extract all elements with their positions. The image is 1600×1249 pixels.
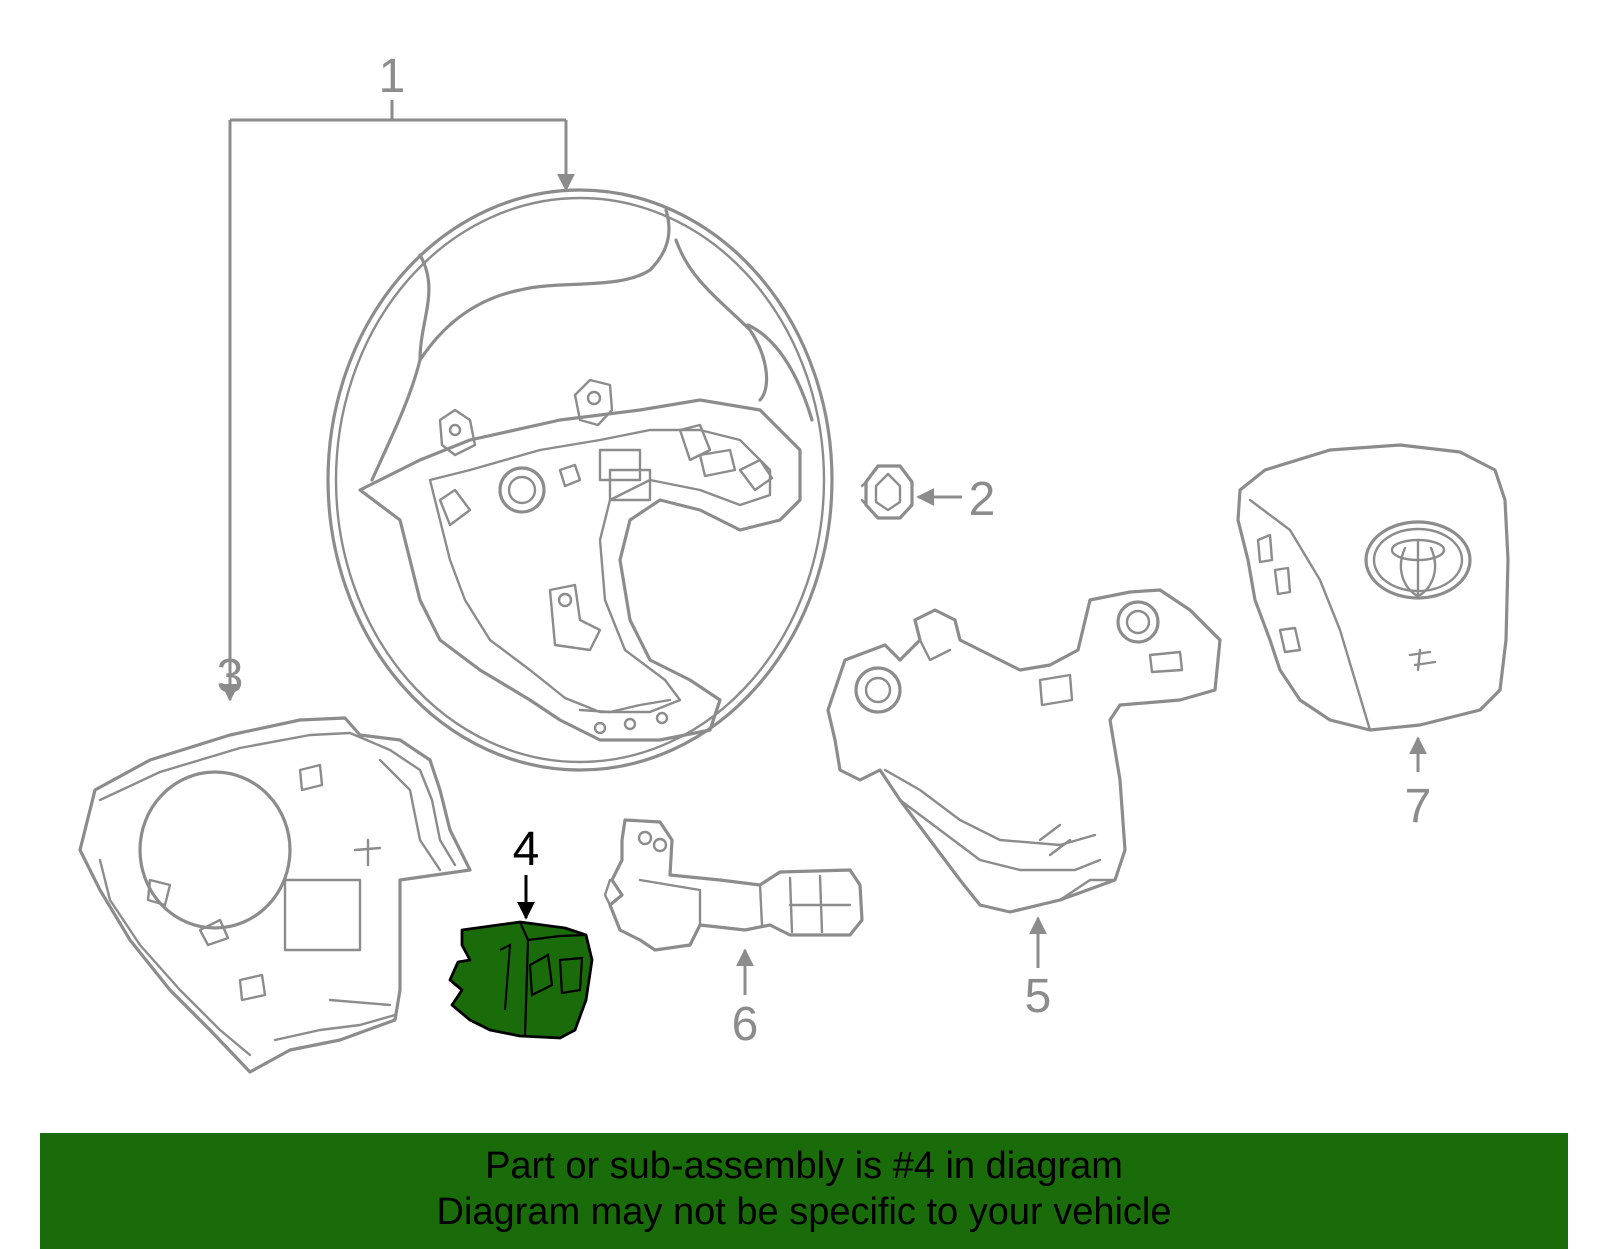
callout-7[interactable]: 7	[1405, 780, 1432, 833]
nut-part[interactable]	[860, 464, 914, 520]
steering-switch-pad-part[interactable]	[826, 588, 1222, 914]
info-banner: Part or sub-assembly is #4 in diagram Di…	[40, 1133, 1568, 1249]
steering-wheel-part[interactable]	[326, 188, 834, 772]
callout-4[interactable]: 4	[513, 823, 540, 876]
banner-line-2: Diagram may not be specific to your vehi…	[436, 1191, 1172, 1233]
highlighted-part-4[interactable]	[448, 920, 594, 1040]
banner-line-1: Part or sub-assembly is #4 in diagram	[485, 1145, 1123, 1187]
callout-1[interactable]: 1	[379, 50, 406, 103]
callout-5[interactable]: 5	[1025, 970, 1052, 1023]
callout-3[interactable]: 3	[217, 650, 244, 703]
callout-2[interactable]: 2	[969, 473, 996, 526]
callout-1-leader	[221, 100, 575, 702]
callout-6[interactable]: 6	[732, 998, 759, 1051]
turn-signal-switch-part[interactable]	[603, 818, 864, 952]
airbag-module-part[interactable]	[1236, 443, 1510, 732]
column-cover-part[interactable]	[78, 716, 472, 1074]
